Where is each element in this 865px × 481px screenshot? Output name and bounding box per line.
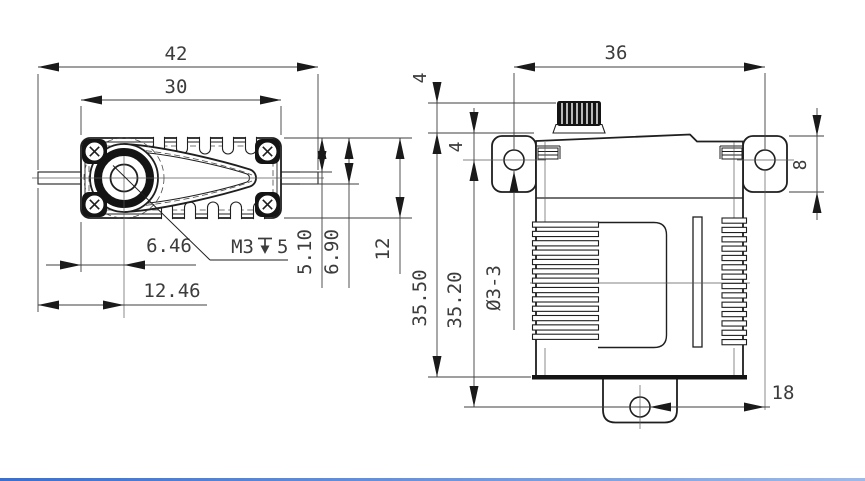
cooling-fins-right — [721, 217, 748, 346]
screw-bottom-right — [255, 192, 280, 217]
dim-mount-hole-callout: Ø3-3 — [483, 265, 505, 311]
dim-spline-height: 4 — [410, 73, 431, 84]
corner-screws — [82, 139, 280, 217]
thread-callout: M3 5 — [112, 165, 288, 261]
dim-overall-width: 42 — [165, 43, 188, 65]
top-view — [32, 136, 324, 318]
case-panel-edge — [598, 221, 668, 349]
case-slot — [692, 216, 703, 348]
thread-depth-label: 5 — [277, 236, 288, 258]
dim-top-to-tab-lower: 6.90 — [321, 229, 343, 275]
dim-mount-to-bottom-hole: 35.20 — [444, 271, 466, 328]
dim-cap-to-mount-center: 4 — [446, 142, 467, 153]
screw-bottom-left — [82, 192, 107, 217]
dim-top-to-tab-upper: 5.10 — [294, 229, 316, 275]
cap-clip-left — [536, 145, 561, 160]
top-view-dimensions: 42 30 6.46 12.46 M3 5 — [37, 43, 412, 312]
thread-size-label: M3 — [231, 236, 254, 258]
cooling-fins-left — [531, 221, 600, 340]
dim-case-depth: 12 — [372, 238, 394, 261]
spline-gear — [552, 101, 606, 134]
dim-bottom-hole-offset: 18 — [772, 382, 795, 404]
screw-top-left — [82, 139, 107, 164]
dim-horn-to-case-edge: 6.46 — [146, 235, 192, 257]
side-view-dimensions: 36 4 35.50 4 35.20 Ø3-3 18 — [409, 42, 824, 412]
dim-case-width: 30 — [165, 76, 188, 98]
dim-mount-hole-spacing: 36 — [605, 42, 628, 64]
dim-case-height: 35.50 — [409, 269, 431, 326]
dim-horn-to-tab-end: 12.46 — [143, 280, 200, 302]
dim-mount-tab-height: 8 — [790, 160, 811, 171]
depth-symbol-icon — [258, 237, 272, 254]
screw-top-right — [255, 139, 280, 164]
cap-clip-right — [719, 145, 743, 160]
side-view — [491, 101, 788, 429]
bottom-accent-bar — [0, 478, 865, 481]
